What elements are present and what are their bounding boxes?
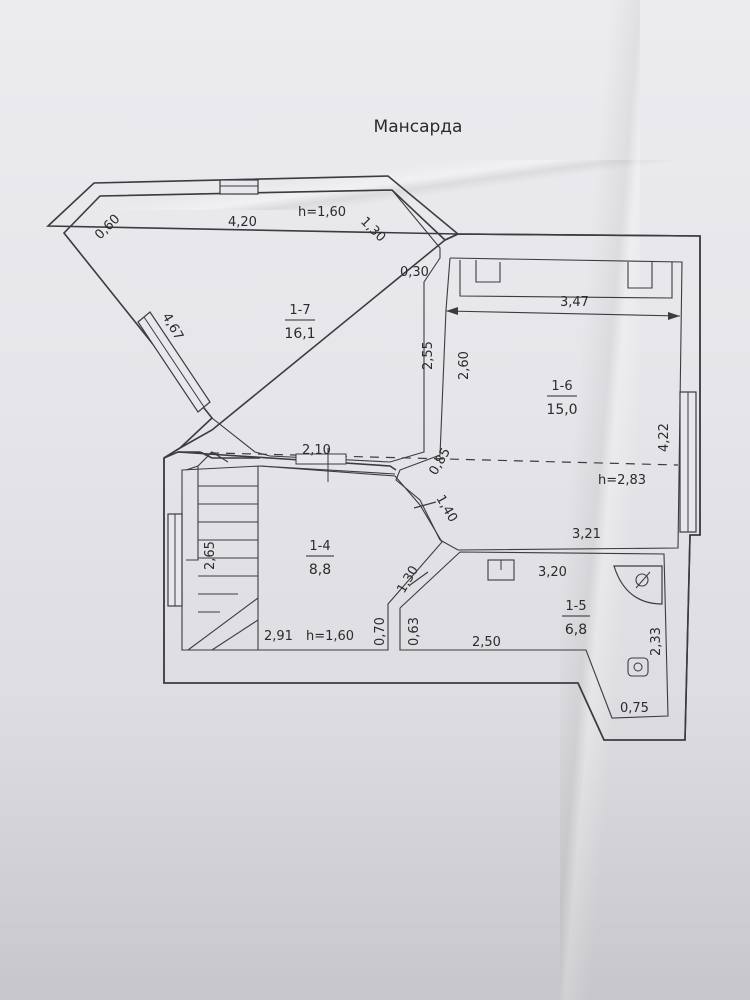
dim-255: 2,55 — [421, 341, 436, 370]
room-id: 1-5 — [565, 599, 586, 614]
dim-347: 3,47 — [560, 295, 589, 310]
room-1-5-outline — [399, 551, 669, 719]
dim-063: 0,63 — [407, 617, 422, 646]
dim-320: 3,20 — [538, 565, 567, 580]
room-area: 15,0 — [546, 402, 577, 418]
window-top — [219, 179, 259, 195]
door-1-4-1-6 — [413, 501, 437, 509]
window-partition — [295, 448, 347, 482]
room-id: 1-6 — [551, 379, 572, 394]
dim-420: 4,20 — [228, 215, 257, 230]
exterior-walls — [46, 175, 701, 741]
room-label-1-6: 1-6 15,0 — [546, 379, 577, 418]
plan-title: Мансарда — [374, 117, 463, 137]
dim-075: 0,75 — [620, 701, 649, 716]
room-label-1-7: 1-7 16,1 — [284, 303, 315, 342]
dim-321: 3,21 — [572, 527, 601, 542]
sink-icon — [487, 559, 515, 581]
staircase — [185, 451, 259, 651]
window-left-slope — [137, 311, 211, 413]
chimney-notches — [459, 260, 673, 299]
room-id: 1-4 — [309, 539, 330, 554]
window-right — [679, 391, 697, 533]
dim-h-283: h=2,83 — [598, 473, 646, 488]
dim-h-160-bottom: h=1,60 — [306, 629, 354, 644]
dim-260: 2,60 — [457, 351, 472, 380]
room-area: 6,8 — [565, 622, 587, 638]
room-area: 16,1 — [284, 326, 315, 342]
dim-250: 2,50 — [472, 635, 501, 650]
dimension-labels: 0,60 4,20 h=1,60 1,30 0,30 4,67 2,55 2,6… — [92, 205, 672, 716]
dim-422: 4,22 — [657, 423, 672, 452]
shower-icon — [613, 565, 663, 605]
dim-265: 2,65 — [203, 541, 218, 570]
dim-h-160-top: h=1,60 — [298, 205, 346, 220]
paper-fold-horizontal — [0, 160, 750, 210]
dim-210: 2,10 — [302, 443, 331, 458]
dimension-line-347 — [445, 307, 681, 320]
room-1-4-outline — [181, 465, 443, 651]
room-label-1-5: 1-5 6,8 — [562, 599, 590, 638]
room-area: 8,8 — [309, 562, 331, 578]
paper-shadow — [0, 700, 750, 1000]
dim-070: 0,70 — [373, 617, 388, 646]
toilet-icon — [627, 657, 649, 677]
dim-030: 0,30 — [400, 265, 429, 280]
paper-fold-vertical — [560, 0, 640, 1000]
dim-085: 0,85 — [426, 445, 453, 478]
dim-233: 2,33 — [649, 627, 664, 656]
slope-line — [177, 451, 679, 466]
door-1-4-1-5 — [409, 571, 429, 586]
dim-130-top: 1,30 — [357, 214, 388, 245]
room-label-1-4: 1-4 8,8 — [306, 539, 334, 578]
window-stair — [167, 513, 183, 607]
dim-291: 2,91 — [264, 629, 293, 644]
dim-140: 1,40 — [433, 493, 460, 526]
room-id: 1-7 — [289, 303, 310, 318]
